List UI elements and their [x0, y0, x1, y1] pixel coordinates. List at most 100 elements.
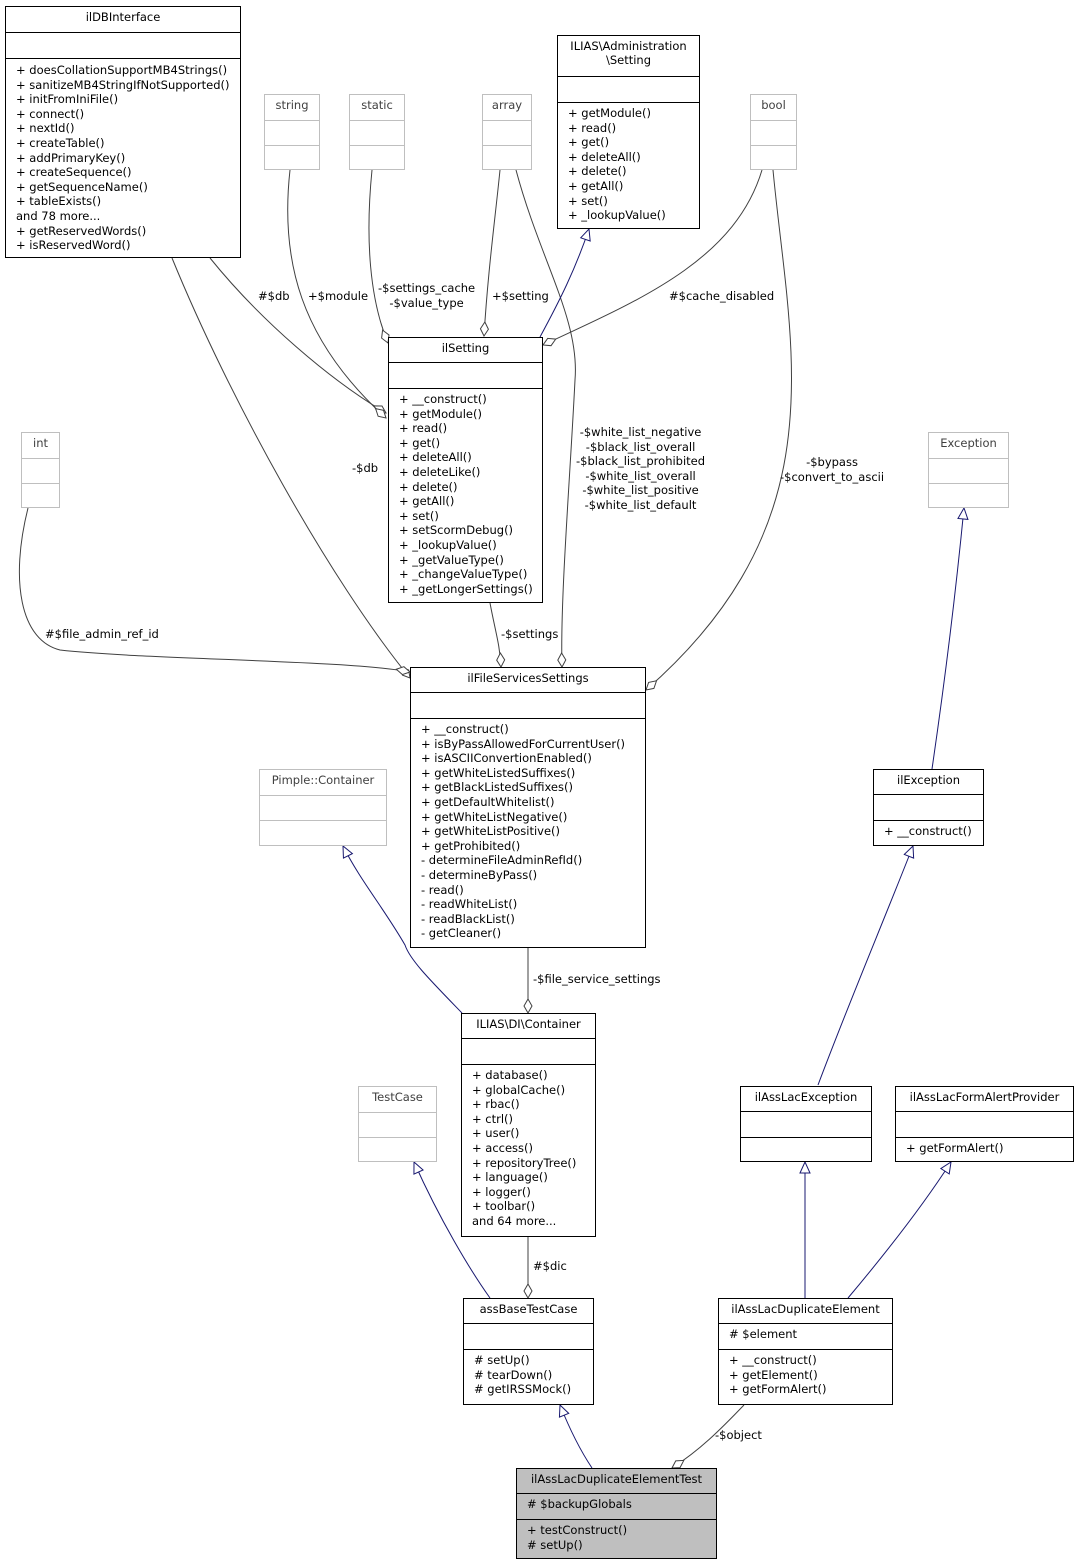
edge-label-cache-disabled: #$cache_disabled — [669, 289, 775, 303]
method-item: + createTable() — [16, 135, 105, 150]
edge-ildb-ilsetting — [209, 257, 387, 414]
edge-main-asstest — [558, 1403, 593, 1469]
class-title: array — [491, 98, 523, 112]
edge-ilsetting-adminsetting — [539, 227, 591, 338]
method-item: + user() — [472, 1126, 520, 1141]
method-item: # setUp() — [527, 1537, 583, 1552]
method-item: + delete() — [399, 479, 458, 494]
class-title: ILIAS\Administration \Setting — [570, 39, 687, 67]
class-title: int — [33, 436, 48, 450]
method-item: + initFromIniFile() — [16, 92, 119, 107]
attributes-section — [350, 120, 404, 145]
method-item: and 64 more... — [472, 1213, 557, 1228]
class-exception[interactable]: Exception — [928, 432, 1009, 508]
class-static[interactable]: static — [349, 94, 405, 170]
method-item: + _lookupValue() — [399, 537, 497, 552]
method-item: + __construct() — [421, 722, 509, 736]
method-item: + getModule() — [399, 406, 482, 421]
class-string[interactable]: string — [264, 94, 320, 170]
methods-section: + __construct()+ isByPassAllowedForCurre… — [411, 718, 645, 941]
edge-static-ilsetting — [368, 169, 390, 344]
method-item: # tearDown() — [474, 1367, 553, 1382]
class-title: TestCase — [372, 1090, 423, 1104]
method-item: + logger() — [472, 1184, 531, 1199]
method-item: + set() — [399, 508, 439, 523]
methods-section — [22, 483, 59, 507]
methods-section: + database()+ globalCache()+ rbac()+ ctr… — [462, 1064, 595, 1229]
method-item: + __construct() — [399, 392, 487, 406]
method-item: + _lookupValue() — [568, 208, 666, 223]
attributes-section — [741, 1111, 871, 1137]
method-item: - determineFileAdminRefId() — [421, 853, 583, 868]
method-item: + getFormAlert() — [729, 1382, 827, 1397]
class-ilsetting[interactable]: ilSetting + __construct()+ getModule() + … — [388, 337, 543, 603]
class-bool[interactable]: bool — [750, 94, 797, 170]
method-item: + deleteAll() — [399, 450, 472, 465]
method-item: + isByPassAllowedForCurrentUser() — [421, 736, 626, 751]
attributes-section — [359, 1112, 436, 1137]
class-title: ilAssLacFormAlertProvider — [909, 1090, 1060, 1104]
class-int[interactable]: int — [21, 432, 60, 508]
class-ilfileservicessettings[interactable]: ilFileServicesSettings + __construct()+ … — [410, 667, 646, 948]
edge-int-fss — [18, 507, 411, 676]
attributes-section — [558, 76, 699, 102]
attributes-section — [751, 120, 796, 145]
method-item: + getModule() — [568, 106, 651, 120]
method-item: + getFormAlert() — [906, 1141, 1004, 1155]
method-item: + getDefaultWhitelist() — [421, 794, 555, 809]
method-item: + globalCache() — [472, 1082, 566, 1097]
class-ildbinterface[interactable]: ilDBInterface + doesCollationSupportMB4S… — [5, 6, 241, 258]
class-ilexception[interactable]: ilException + __construct() — [873, 769, 984, 846]
class-title: Pimple::Container — [271, 773, 375, 787]
method-item: + database() — [472, 1068, 548, 1082]
method-item: + getReservedWords() — [16, 223, 147, 238]
edge-ildb-fss — [171, 257, 411, 679]
class-title: ilSetting — [441, 341, 490, 355]
edge-label-dic: #$dic — [533, 1259, 567, 1273]
methods-section — [350, 145, 404, 169]
class-assbasetestcase[interactable]: assBaseTestCase # setUp()# tearDown()# g… — [463, 1298, 594, 1405]
class-ilasslacduplicateelement[interactable]: ilAssLacDuplicateElement # $element + __… — [718, 1298, 893, 1405]
methods-section — [483, 145, 531, 169]
methods-section — [265, 145, 319, 169]
class-title: Exception — [940, 436, 997, 450]
class-title: bool — [761, 98, 786, 112]
edge-label-bypass: -$bypass -$convert_to_ascii — [780, 455, 885, 484]
methods-section — [260, 820, 386, 845]
method-item: + get() — [399, 435, 441, 450]
methods-section — [751, 145, 796, 169]
attributes-section — [483, 120, 531, 145]
attributes-section — [260, 795, 386, 820]
method-item: + setScormDebug() — [399, 523, 514, 538]
methods-section — [929, 483, 1008, 507]
class-array[interactable]: array — [482, 94, 532, 170]
methods-section: + testConstruct()# setUp() — [517, 1519, 716, 1552]
edge-string-ilsetting — [287, 169, 387, 419]
class-title: assBaseTestCase — [479, 1302, 578, 1316]
class-admin-setting[interactable]: ILIAS\Administration \Setting + getModul… — [557, 35, 700, 229]
class-pimple-container[interactable]: Pimple::Container — [259, 769, 387, 846]
method-item: + testConstruct() — [527, 1523, 628, 1537]
method-item: + sanitizeMB4StringIfNotSupported() — [16, 77, 230, 92]
class-ilasslacexception[interactable]: ilAssLacException — [740, 1086, 872, 1162]
attributes-section — [6, 32, 240, 58]
edge-lacexc-ilexception — [817, 844, 915, 1086]
method-item: # setUp() — [474, 1353, 530, 1367]
attribute-item: # $element — [729, 1327, 798, 1341]
class-di-container[interactable]: ILIAS\DI\Container + database()+ globalC… — [461, 1013, 596, 1237]
edge-label-module: +$module — [308, 289, 369, 303]
edge-ilexception-exception — [931, 506, 969, 770]
method-item: + doesCollationSupportMB4Strings() — [16, 63, 228, 77]
attribute-item: # $backupGlobals — [527, 1497, 632, 1511]
attributes-section — [462, 1038, 595, 1064]
edge-array-ilsetting — [479, 169, 501, 338]
attributes-section — [389, 362, 542, 388]
class-testcase[interactable]: TestCase — [358, 1086, 437, 1162]
method-item: - getCleaner() — [421, 926, 502, 941]
class-title: ilDBInterface — [85, 10, 161, 24]
edge-label-db-fss: -$db — [352, 461, 379, 475]
method-item: + __construct() — [884, 824, 972, 838]
method-item: and 78 more... — [16, 208, 101, 223]
class-ilasslacformalertprovider[interactable]: ilAssLacFormAlertProvider + getFormAlert… — [895, 1086, 1074, 1162]
class-ilasslacduplicateelementtest[interactable]: ilAssLacDuplicateElementTest # $backupGl… — [516, 1468, 717, 1559]
